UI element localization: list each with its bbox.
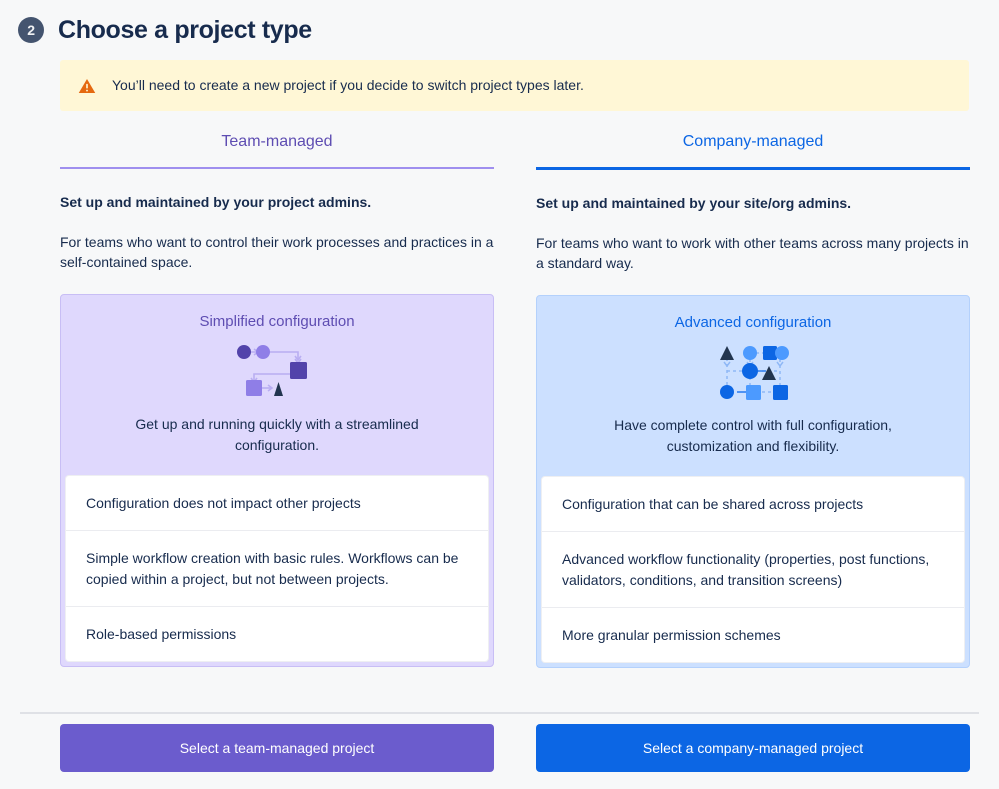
warning-banner-wrapper: You’ll need to create a new project if y… [0, 50, 999, 111]
simplified-workflow-diagram-icon [75, 334, 479, 406]
column-company-managed: Company-managed Set up and maintained by… [536, 133, 970, 669]
tab-company-managed[interactable]: Company-managed [682, 133, 824, 150]
list-item: Simple workflow creation with basic rule… [66, 531, 488, 607]
page-title: Choose a project type [58, 15, 312, 44]
column-team-managed: Team-managed Set up and maintained by yo… [60, 133, 494, 668]
advanced-workflow-diagram-icon [551, 335, 955, 407]
select-company-managed-project-button[interactable]: Select a company-managed project [536, 724, 970, 772]
warning-icon [78, 77, 96, 95]
project-type-columns: Team-managed Set up and maintained by yo… [0, 111, 999, 669]
team-managed-card-title: Simplified configuration [199, 313, 355, 331]
company-managed-description: For teams who want to work with other te… [536, 234, 969, 272]
list-item: More granular permission schemes [562, 626, 781, 643]
company-managed-card-title: Advanced configuration [674, 314, 832, 332]
tab-team-managed[interactable]: Team-managed [221, 133, 333, 150]
warning-banner: You’ll need to create a new project if y… [60, 60, 969, 111]
team-managed-card-caption: Get up and running quickly with a stream… [135, 416, 419, 453]
company-managed-bullet-list: Configuration that can be shared across … [541, 476, 965, 664]
team-managed-headline: Set up and maintained by your project ad… [60, 194, 372, 210]
list-item: Role-based permissions [86, 625, 237, 642]
tab-underline-company-managed [536, 167, 970, 170]
list-item: Advanced workflow functionality (propert… [542, 532, 964, 608]
company-managed-feature-card: Advanced configuration [536, 295, 970, 669]
company-managed-card-caption: Have complete control with full configur… [614, 417, 892, 454]
list-item: Configuration does not impact other proj… [66, 476, 488, 532]
tab-underline-team-managed [60, 167, 494, 169]
company-managed-headline: Set up and maintained by your site/org a… [536, 195, 852, 211]
step-badge: 2 [18, 17, 44, 43]
list-item: Configuration that can be shared across … [542, 477, 964, 533]
footer-actions: Select a team-managed project Select a c… [0, 724, 999, 772]
warning-banner-text: You’ll need to create a new project if y… [112, 76, 584, 93]
team-managed-hero: Simplified configuration [61, 295, 493, 475]
page-header: 2 Choose a project type [0, 0, 999, 50]
company-managed-hero: Advanced configuration [537, 296, 969, 476]
team-managed-feature-card: Simplified configuration [60, 294, 494, 668]
select-team-managed-project-button[interactable]: Select a team-managed project [60, 724, 494, 772]
footer-divider [20, 712, 979, 714]
team-managed-bullet-list: Configuration does not impact other proj… [65, 475, 489, 663]
team-managed-description: For teams who want to control their work… [60, 233, 494, 271]
